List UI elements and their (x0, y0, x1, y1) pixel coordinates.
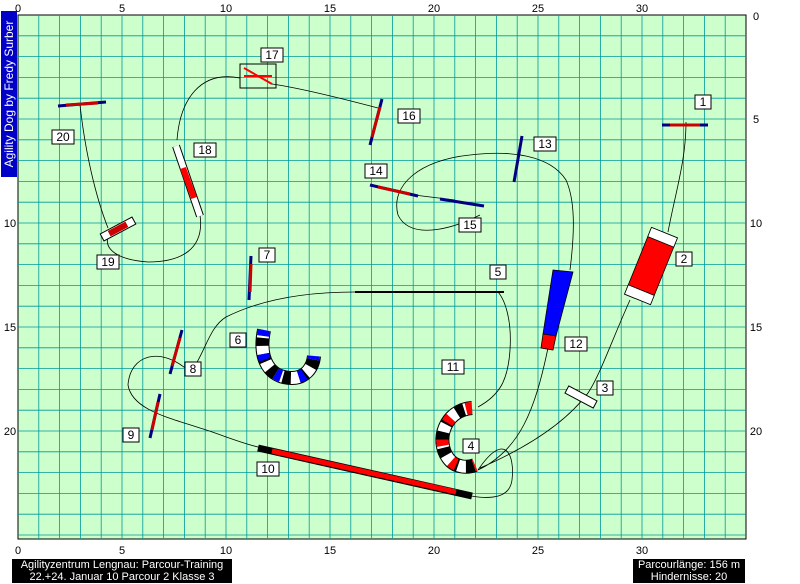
obstacle-4-tunnel (435, 401, 478, 474)
label-6: 6 (229, 332, 247, 348)
label-3: 3 (596, 380, 614, 396)
y-tick-right-0: 0 (753, 11, 759, 23)
label-15: 15 (458, 217, 482, 233)
grid-lines (18, 15, 746, 539)
obstacle-12-tunnel (540, 269, 574, 351)
label-18: 18 (193, 142, 217, 158)
footer-right-info: Parcourlänge: 156 m Hindernisse: 20 (633, 559, 745, 583)
svg-text:8: 8 (190, 362, 197, 376)
svg-text:2: 2 (681, 252, 688, 266)
obstacle-7-jump (247, 255, 253, 301)
label-11: 11 (441, 359, 465, 375)
label-1: 1 (694, 94, 712, 110)
x-tick-bottom-15: 15 (324, 545, 336, 557)
svg-text:13: 13 (538, 137, 552, 151)
footer-right-line2: Hindernisse: 20 (650, 571, 728, 583)
label-9: 9 (122, 427, 140, 443)
footer-left-info: Agilityzentrum Lengnau: Parcour-Training… (12, 559, 232, 583)
label-10: 10 (256, 461, 280, 477)
y-tick-left-20: 20 (4, 426, 16, 438)
x-tick-top-25: 25 (532, 3, 544, 15)
x-tick-top-15: 15 (324, 3, 336, 15)
label-12: 12 (564, 336, 588, 352)
x-tick-top-5: 5 (119, 3, 125, 15)
label-20: 20 (51, 129, 75, 145)
obstacle-3-jump (564, 385, 598, 409)
obstacle-15-jump (439, 197, 485, 208)
footer-right-line1: Parcourlänge: 156 m (637, 559, 741, 571)
svg-text:10: 10 (261, 462, 275, 476)
side-banner-text: Agility Dog by Fredy Surber (2, 20, 16, 168)
x-tick-bottom-10: 10 (220, 545, 232, 557)
label-8: 8 (184, 361, 202, 377)
label-14: 14 (364, 163, 388, 179)
svg-text:6: 6 (235, 333, 242, 347)
x-tick-top-30: 30 (636, 3, 648, 15)
x-tick-top-0: 0 (15, 3, 21, 15)
y-tick-left-10: 10 (4, 218, 16, 230)
svg-text:20: 20 (56, 130, 70, 144)
obstacle-labels: 1 2 3 4 5 6 7 8 9 10 11 12 13 14 15 16 1… (51, 47, 712, 477)
footer-left-line1: Agilityzentrum Lengnau: Parcour-Training (20, 559, 224, 571)
svg-text:16: 16 (402, 109, 416, 123)
svg-text:14: 14 (369, 164, 383, 178)
label-16: 16 (397, 108, 421, 124)
obstacle-17-tire (239, 63, 277, 89)
obstacle-14-jump (369, 183, 419, 198)
obstacle-9-jump (148, 393, 162, 439)
svg-text:4: 4 (468, 439, 475, 453)
obstacle-8-jump (168, 329, 184, 375)
y-tick-right-10: 10 (750, 218, 762, 230)
label-4: 4 (462, 438, 480, 454)
svg-text:17: 17 (265, 48, 279, 62)
footer-left-line2: 22.+24. Januar 10 Parcour 2 Klasse 3 (29, 571, 215, 583)
svg-text:5: 5 (495, 265, 502, 279)
side-banner: Agility Dog by Fredy Surber (1, 11, 17, 177)
obstacle-16-jump (368, 98, 384, 146)
svg-text:15: 15 (463, 218, 477, 232)
label-5: 5 (489, 264, 507, 280)
obstacle-13-jump (512, 135, 524, 183)
y-tick-right-5: 5 (753, 114, 759, 126)
label-7: 7 (258, 247, 276, 263)
svg-text:7: 7 (264, 248, 271, 262)
x-tick-bottom-30: 30 (636, 545, 648, 557)
svg-text:11: 11 (447, 360, 460, 374)
obstacle-10-dogwalk (257, 444, 473, 500)
y-tick-right-20: 20 (750, 426, 762, 438)
label-19: 19 (96, 254, 120, 270)
x-tick-bottom-5: 5 (119, 545, 125, 557)
svg-text:1: 1 (700, 95, 707, 109)
obstacle-6-tunnel (255, 328, 321, 386)
x-tick-bottom-0: 0 (15, 545, 21, 557)
label-17: 17 (260, 47, 284, 63)
x-tick-top-20: 20 (428, 3, 440, 15)
obstacle-20-jump (57, 100, 107, 108)
svg-text:9: 9 (128, 428, 135, 442)
y-tick-left-15: 15 (4, 322, 16, 334)
obstacle-19-jump (99, 216, 137, 242)
x-tick-bottom-20: 20 (428, 545, 440, 557)
x-tick-top-10: 10 (220, 3, 232, 15)
x-tick-bottom-25: 25 (532, 545, 544, 557)
svg-text:18: 18 (198, 143, 212, 157)
svg-text:3: 3 (602, 381, 609, 395)
label-2: 2 (675, 251, 693, 267)
y-tick-right-15: 15 (750, 322, 762, 334)
svg-text:12: 12 (569, 337, 583, 351)
obstacle-2-tunnel (624, 226, 678, 306)
obstacle-18-weave (172, 144, 204, 218)
label-13: 13 (533, 136, 557, 152)
axis-ticks: 0 0 5 5 10 10 15 15 20 20 25 25 30 30 5 5 10 10 15 15 20 20 0 (4, 3, 762, 557)
svg-text:19: 19 (101, 255, 115, 269)
